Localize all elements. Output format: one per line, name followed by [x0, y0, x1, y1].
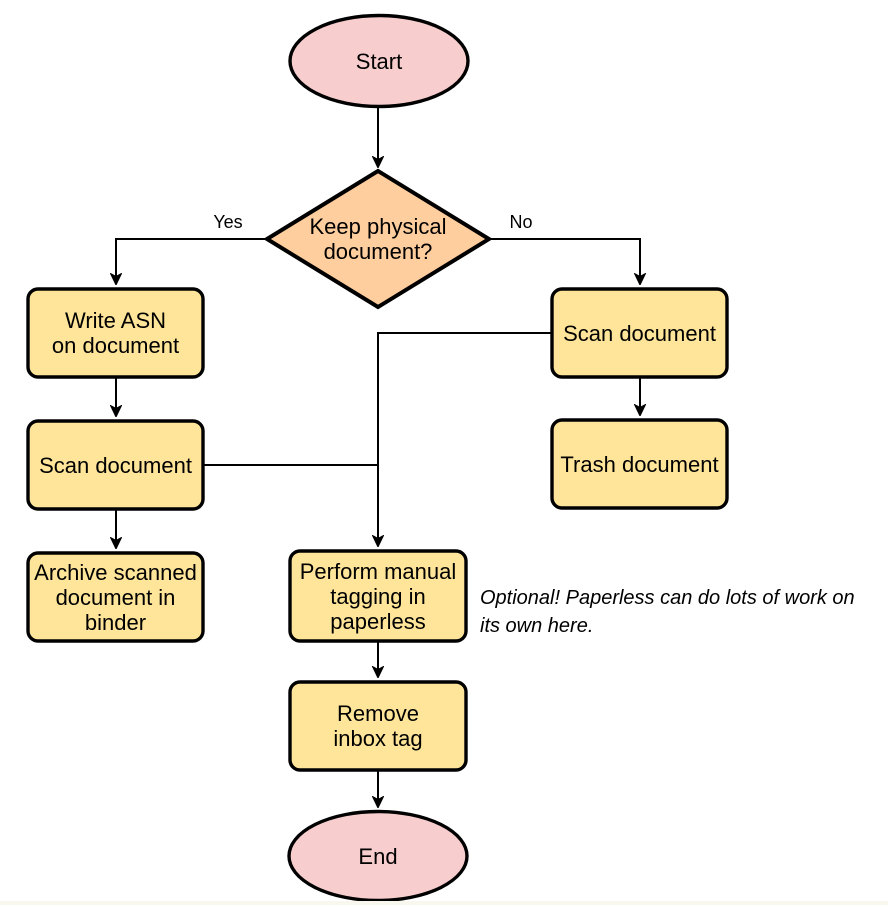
archive-process-shape — [26, 551, 205, 643]
write-asn-process-shape — [26, 287, 205, 379]
scan-left-node-label: Scan document — [39, 452, 192, 478]
tagging-node-label: Perform manual tagging in paperless — [299, 558, 457, 634]
bottom-divider-line — [0, 901, 888, 905]
start-node-label: Start — [355, 48, 403, 74]
scan-left-process-shape — [26, 419, 205, 511]
optional-note-text: Optional! Paperless can do lots of work … — [480, 587, 855, 637]
trash-process-shape — [550, 418, 729, 510]
archive-node-label: Archive scanned document in binder — [34, 559, 197, 635]
edge-decision-yes-to-write-asn — [116, 238, 267, 284]
decision-node-label: Keep physical document? — [309, 214, 447, 264]
trash-node-label: Trash document — [560, 451, 719, 477]
edge-label-yes: Yes — [197, 210, 259, 234]
decision-diamond-shape — [263, 168, 493, 310]
scan-right-process-shape — [550, 287, 729, 379]
write-asn-node-label: Write ASN on document — [51, 308, 180, 358]
remove-inbox-process-shape — [288, 680, 468, 772]
end-terminator-shape — [287, 809, 469, 903]
tagging-process-shape — [288, 549, 468, 643]
edge-label-no: No — [490, 210, 552, 234]
remove-inbox-node-label: Remove inbox tag — [333, 701, 423, 751]
scan-right-node-label: Scan document — [563, 320, 716, 346]
edge-scan-right-to-tagging — [378, 332, 552, 546]
start-terminator-shape — [288, 13, 470, 109]
end-node-label: End — [358, 843, 398, 869]
edge-decision-no-to-scan-right — [489, 238, 640, 284]
